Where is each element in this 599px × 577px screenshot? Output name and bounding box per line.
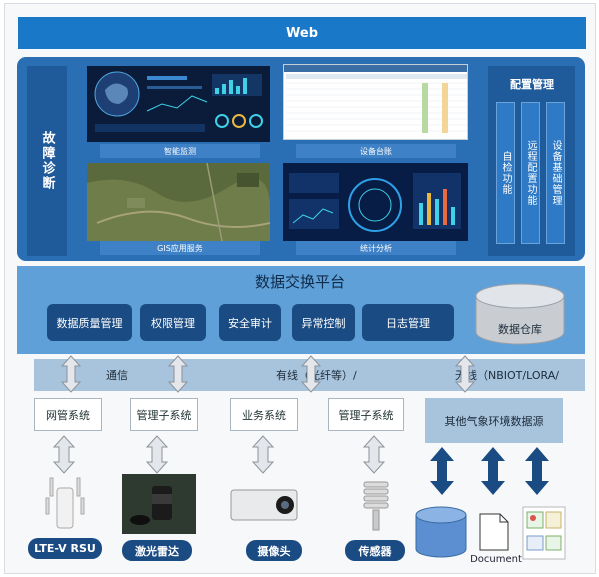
other-data-source-box: 其他气象环境数据源 [425,398,563,443]
document-icon [479,513,509,551]
camera-device-icon [230,489,298,521]
device-label-rsu: LTE-V RSU [28,538,102,559]
fault-diagnosis-label: 故障诊断 [39,131,55,191]
gis-map-graphic [87,163,270,241]
data-sheet-icon [522,506,566,560]
rsu-device-icon [45,477,85,529]
comm-wireless-label: 无线（NBIOT/LORA/ [455,369,559,382]
bidirectional-arrow-2 [167,355,189,393]
stats-caption: 统计分析 [296,241,456,255]
comm-label: 通信 [106,369,128,382]
device-label-sensor: 传感器 [345,540,405,561]
dark-bidirectional-arrow-3 [525,447,549,495]
config-item-remote-config: 远程配置功能 [521,102,540,244]
ledger-screenshot [283,64,468,140]
permission-button: 权限管理 [140,304,206,341]
fault-diagnosis-panel: 故障诊断 [27,66,67,256]
monitor-screenshot [87,66,270,142]
device-label-camera: 摄像头 [246,540,302,561]
gis-caption: GIS应用服务 [100,241,260,255]
system-box-management-1: 管理子系统 [130,398,198,431]
bidirectional-arrow-5 [52,435,76,474]
bidirectional-arrow-1 [60,355,82,393]
stats-screenshot [283,163,468,241]
web-bar: Web [18,17,586,49]
lidar-device-icon [122,474,196,534]
log-management-button: 日志管理 [362,304,454,341]
system-box-network: 网管系统 [34,398,102,431]
ledger-table-graphic [284,65,467,133]
security-audit-button: 安全审计 [219,304,281,341]
data-warehouse-label: 数据仓库 [498,323,542,336]
ledger-caption: 设备台账 [296,144,456,158]
gis-screenshot [87,163,270,241]
device-label-lidar: 激光雷达 [122,540,192,561]
bidirectional-arrow-6 [145,435,169,474]
exchange-title: 数据交换平台 [254,272,345,291]
system-box-management-2: 管理子系统 [328,398,404,431]
monitor-dashboard-graphic [94,71,263,132]
web-title: Web [286,25,318,41]
sensor-device-icon [363,481,389,531]
comm-wired-label: 有线（光纤等）/ [276,369,357,382]
bidirectional-arrow-3 [300,355,322,393]
bidirectional-arrow-7 [251,435,275,474]
monitor-caption: 智能监测 [100,144,260,158]
stats-dashboard-graphic [289,173,461,232]
document-label: Document [470,554,522,565]
exception-control-button: 异常控制 [292,304,355,341]
data-quality-button: 数据质量管理 [47,304,132,341]
database-icon [415,506,467,558]
config-title: 配置管理 [510,78,554,91]
bidirectional-arrow-8 [362,435,386,474]
dark-bidirectional-arrow-1 [430,447,454,495]
system-box-business: 业务系统 [230,398,298,431]
bidirectional-arrow-4 [454,355,476,393]
config-item-device-basic: 设备基础管理 [546,102,565,244]
config-item-self-check: 自检功能 [496,102,515,244]
dark-bidirectional-arrow-2 [481,447,505,495]
data-warehouse-icon [475,283,565,345]
